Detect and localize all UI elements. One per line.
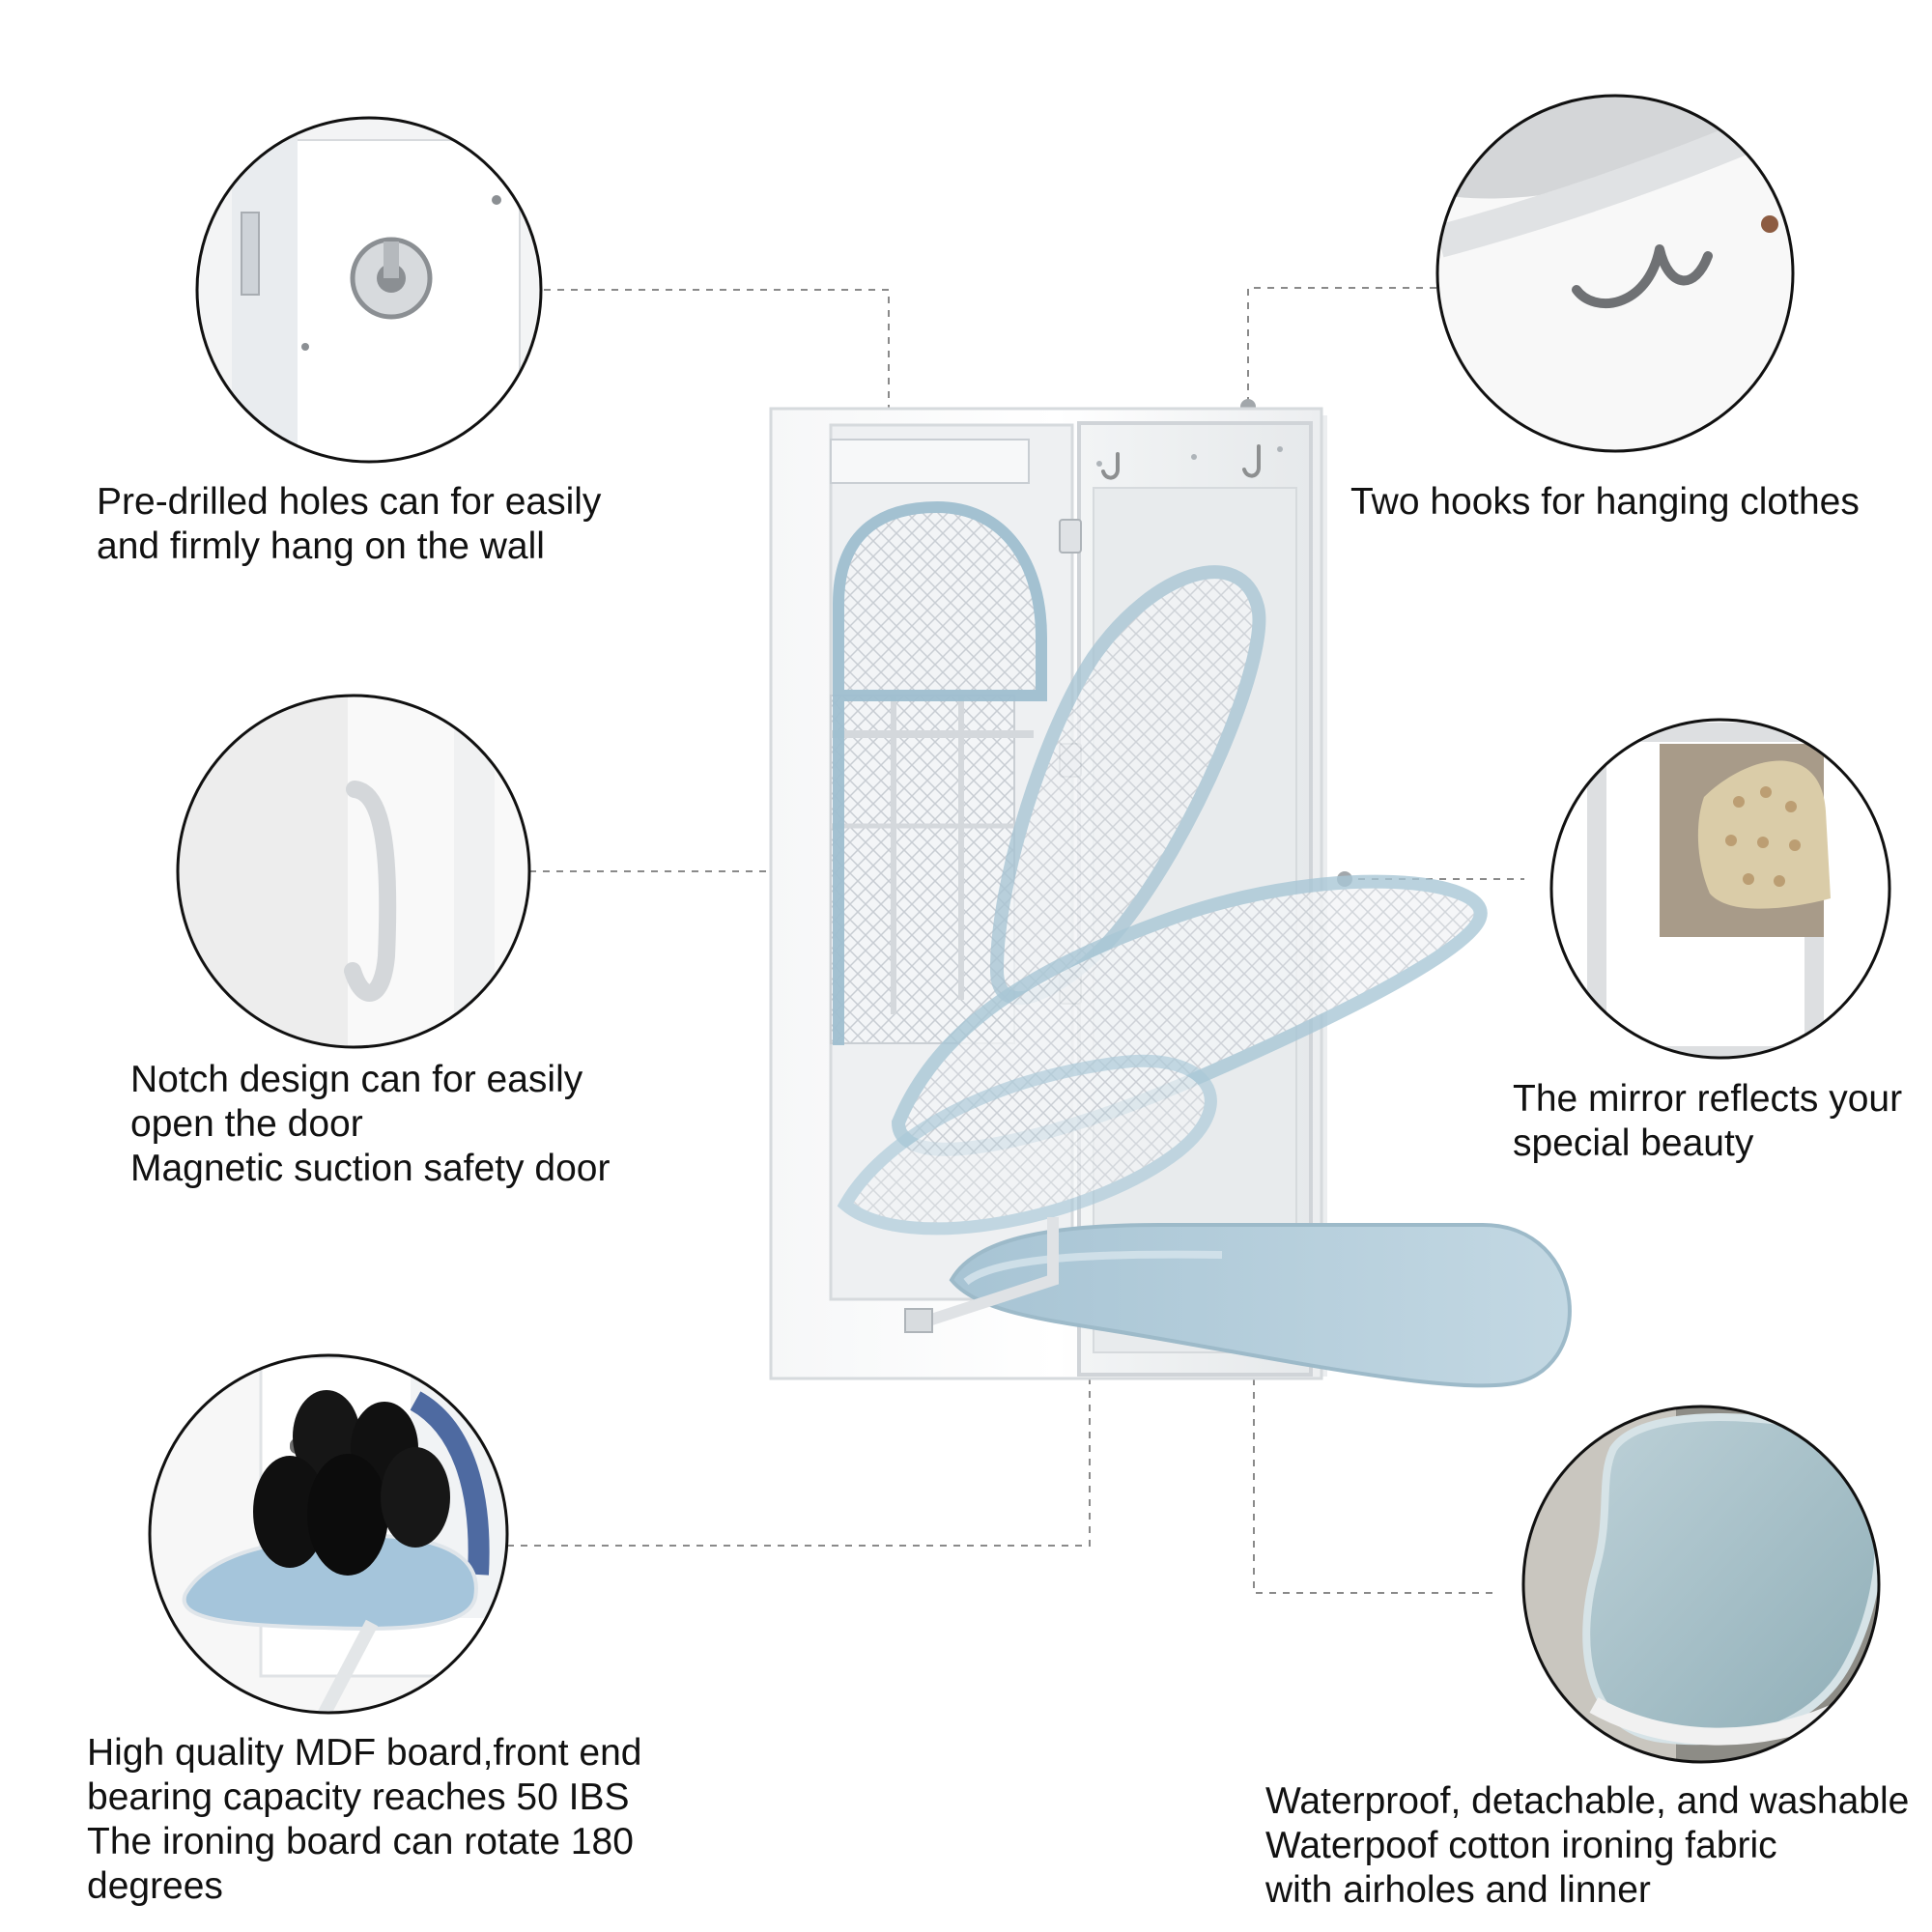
- description-line: Notch design can for easily: [130, 1059, 583, 1100]
- mesh-back-panel: [830, 695, 1015, 1044]
- board-vertical: [833, 500, 1047, 1045]
- wall-mount-hole-photo: [195, 116, 543, 464]
- board-angle-3: [837, 1054, 1217, 1236]
- board-capacity-description: High quality MDF board,front end bearing…: [87, 1731, 641, 1909]
- description-line: special beauty: [1513, 1122, 1754, 1164]
- description-line: bearing capacity reaches 50 IBS: [87, 1776, 630, 1818]
- board-support-leg: [918, 1217, 1059, 1329]
- door-notch-photo: [176, 694, 531, 1049]
- notch-description: Notch design can for easily open the doo…: [130, 1058, 610, 1191]
- door-hinge-top: [1059, 519, 1082, 554]
- door-hook-icon-right: [1242, 444, 1261, 478]
- door-hook-icon-left: [1101, 452, 1120, 480]
- clothes-hook-photo: [1435, 94, 1795, 453]
- description-line: High quality MDF board,front end: [87, 1732, 642, 1774]
- leader-fabric: [1253, 1378, 1493, 1594]
- description-line: The ironing board can rotate 180: [87, 1821, 634, 1862]
- description-line: Waterproof, detachable, and washable: [1265, 1780, 1910, 1822]
- horizontal-ironing-board: [949, 1223, 1572, 1388]
- fabric-cover-description: Waterproof, detachable, and washable Wat…: [1265, 1779, 1909, 1913]
- hooks-description: Two hooks for hanging clothes: [1350, 480, 1860, 525]
- dumbbell-icon: [253, 1390, 450, 1576]
- description-line: degrees: [87, 1865, 223, 1907]
- description-line: open the door: [130, 1103, 363, 1145]
- fabric-cover-photo: [1521, 1405, 1881, 1764]
- door-hook-icons: [1101, 444, 1261, 480]
- rotating-ironing-boards: [833, 500, 1572, 1388]
- mirror-description: The mirror reflects your special beauty: [1513, 1077, 1902, 1166]
- lower-hinge: [904, 1308, 933, 1333]
- bearing-capacity-photo: [148, 1353, 509, 1715]
- description-line: The mirror reflects your: [1513, 1078, 1903, 1120]
- clothes-hook-icon: [1572, 244, 1713, 308]
- leader-hooks: [1247, 287, 1436, 407]
- description-line: Magnetic suction safety door: [130, 1148, 611, 1189]
- description-line: Two hooks for hanging clothes: [1350, 481, 1860, 523]
- leader-weight: [507, 1349, 1091, 1547]
- description-line: Waterpoof cotton ironing fabric: [1265, 1825, 1777, 1866]
- wall-hanging-description: Pre-drilled holes can for easily and fir…: [97, 480, 601, 569]
- description-line: and firmly hang on the wall: [97, 526, 545, 567]
- top-shelf: [830, 439, 1030, 484]
- door-notch-icon: [344, 781, 397, 1002]
- mirror-photo: [1549, 718, 1891, 1060]
- description-line: Pre-drilled holes can for easily: [97, 481, 602, 523]
- leader-holes: [544, 289, 890, 413]
- description-line: with airholes and linner: [1265, 1869, 1651, 1911]
